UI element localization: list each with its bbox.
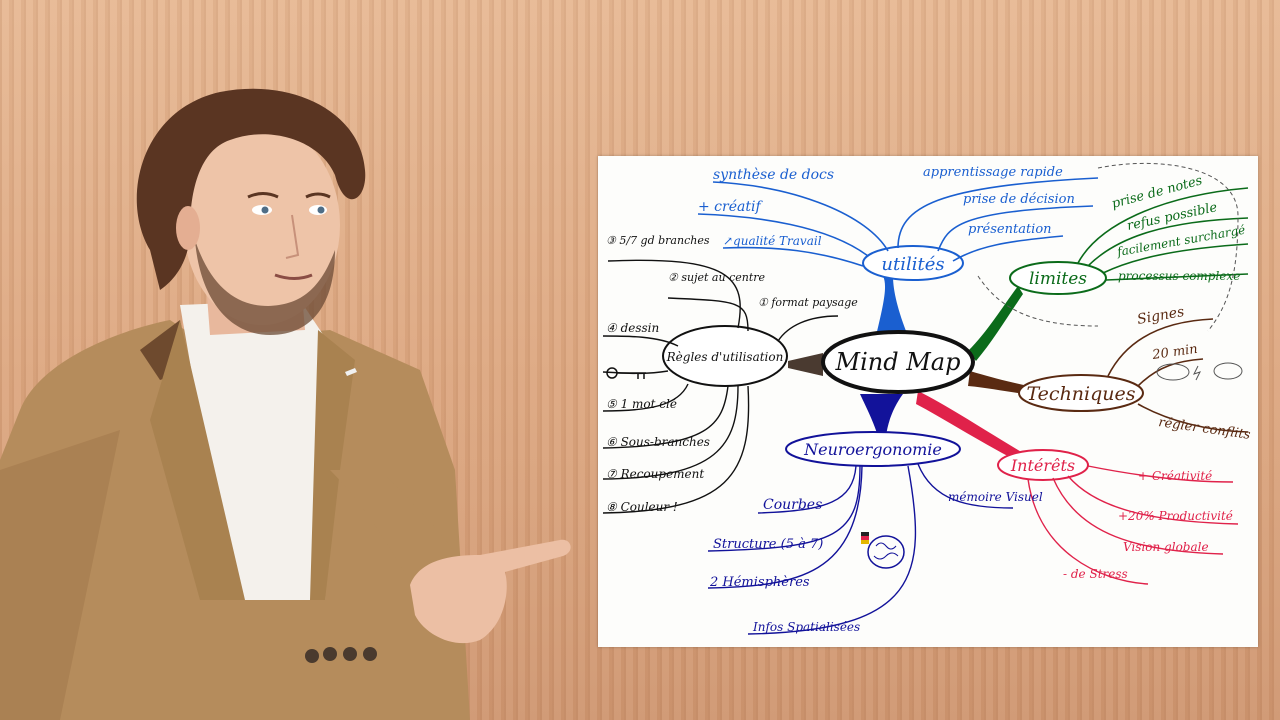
trunk-black: [788, 353, 823, 376]
beard: [195, 240, 335, 335]
utilites-item-4: apprentissage rapide: [923, 165, 1063, 180]
hair: [136, 88, 366, 290]
regles-item-6: ⑥ Sous-branches: [606, 435, 710, 449]
regles-item-5: ⑤ 1 mot clé: [606, 397, 677, 411]
trunk-navy: [860, 394, 903, 436]
center-label: Mind Map: [835, 348, 961, 376]
trunk-green: [968, 286, 1023, 361]
pointing-hand: [410, 539, 571, 644]
neuro-item-5: mémoire Visuel: [948, 490, 1043, 504]
presenter: [0, 88, 571, 720]
utilites-label: utilités: [881, 254, 944, 275]
interets-label: Intérêts: [1010, 456, 1075, 475]
neuro-item-3: 2 Hémisphères: [709, 575, 810, 590]
utilites-item-1: synthèse de docs: [713, 167, 834, 183]
utilites-node: [862, 245, 964, 281]
regles-item-1: ③ 5/7 gd branches: [606, 234, 710, 247]
interets-item-4: - de Stress: [1063, 567, 1128, 581]
utilites-item-6: présentation: [968, 222, 1052, 237]
techniques-item-2: 20 min: [1150, 342, 1198, 363]
brain-icon: [861, 532, 905, 569]
neuro-item-2: Structure (5 à 7): [713, 537, 823, 552]
trunk-blue: [876, 276, 908, 336]
regles-item-4: ④ dessin: [606, 321, 659, 335]
regles-item-3: ① format paysage: [758, 296, 858, 309]
limites-label: limites: [1029, 269, 1087, 289]
neuro-node: [785, 431, 961, 467]
mind-map-board: Mind Map utilités synthèse de docs + cré…: [598, 156, 1258, 647]
regles-item-8: ⑧ Couleur !: [606, 500, 678, 514]
utilites-item-3: ↗qualité Travail: [723, 234, 822, 248]
trunk-brown-right: [968, 371, 1028, 394]
interets-item-2: +20% Productivité: [1118, 509, 1233, 523]
center-node: [821, 330, 975, 394]
regles-label: Règles d'utilisation: [666, 350, 784, 364]
interets-node: [997, 449, 1089, 481]
regles-node: [662, 325, 788, 387]
neuro-item-4: Infos Spatialisées: [752, 620, 860, 634]
utilites-item-5: prise de décision: [963, 192, 1075, 207]
limites-node: [1009, 261, 1107, 295]
face: [184, 125, 340, 325]
neuro-item-1: Courbes: [763, 497, 822, 513]
key-icon: [606, 367, 646, 379]
interets-item-1: + Créativité: [1138, 469, 1212, 483]
techniques-label: Techniques: [1026, 383, 1135, 405]
regles-item-2: ② sujet au centre: [668, 271, 765, 284]
neuro-label: Neuroergonomie: [803, 440, 942, 459]
interets-item-3: Vision globale: [1123, 540, 1209, 554]
trunk-red: [916, 391, 1028, 464]
mood-sketch: [1156, 362, 1243, 381]
utilites-item-2: + créatif: [698, 199, 763, 215]
limites-item-4: processus complexe: [1118, 269, 1240, 283]
techniques-item-3: régler conflits: [1157, 415, 1251, 443]
regles-item-7: ⑦ Recoupement: [606, 467, 704, 481]
techniques-node: [1018, 374, 1144, 412]
